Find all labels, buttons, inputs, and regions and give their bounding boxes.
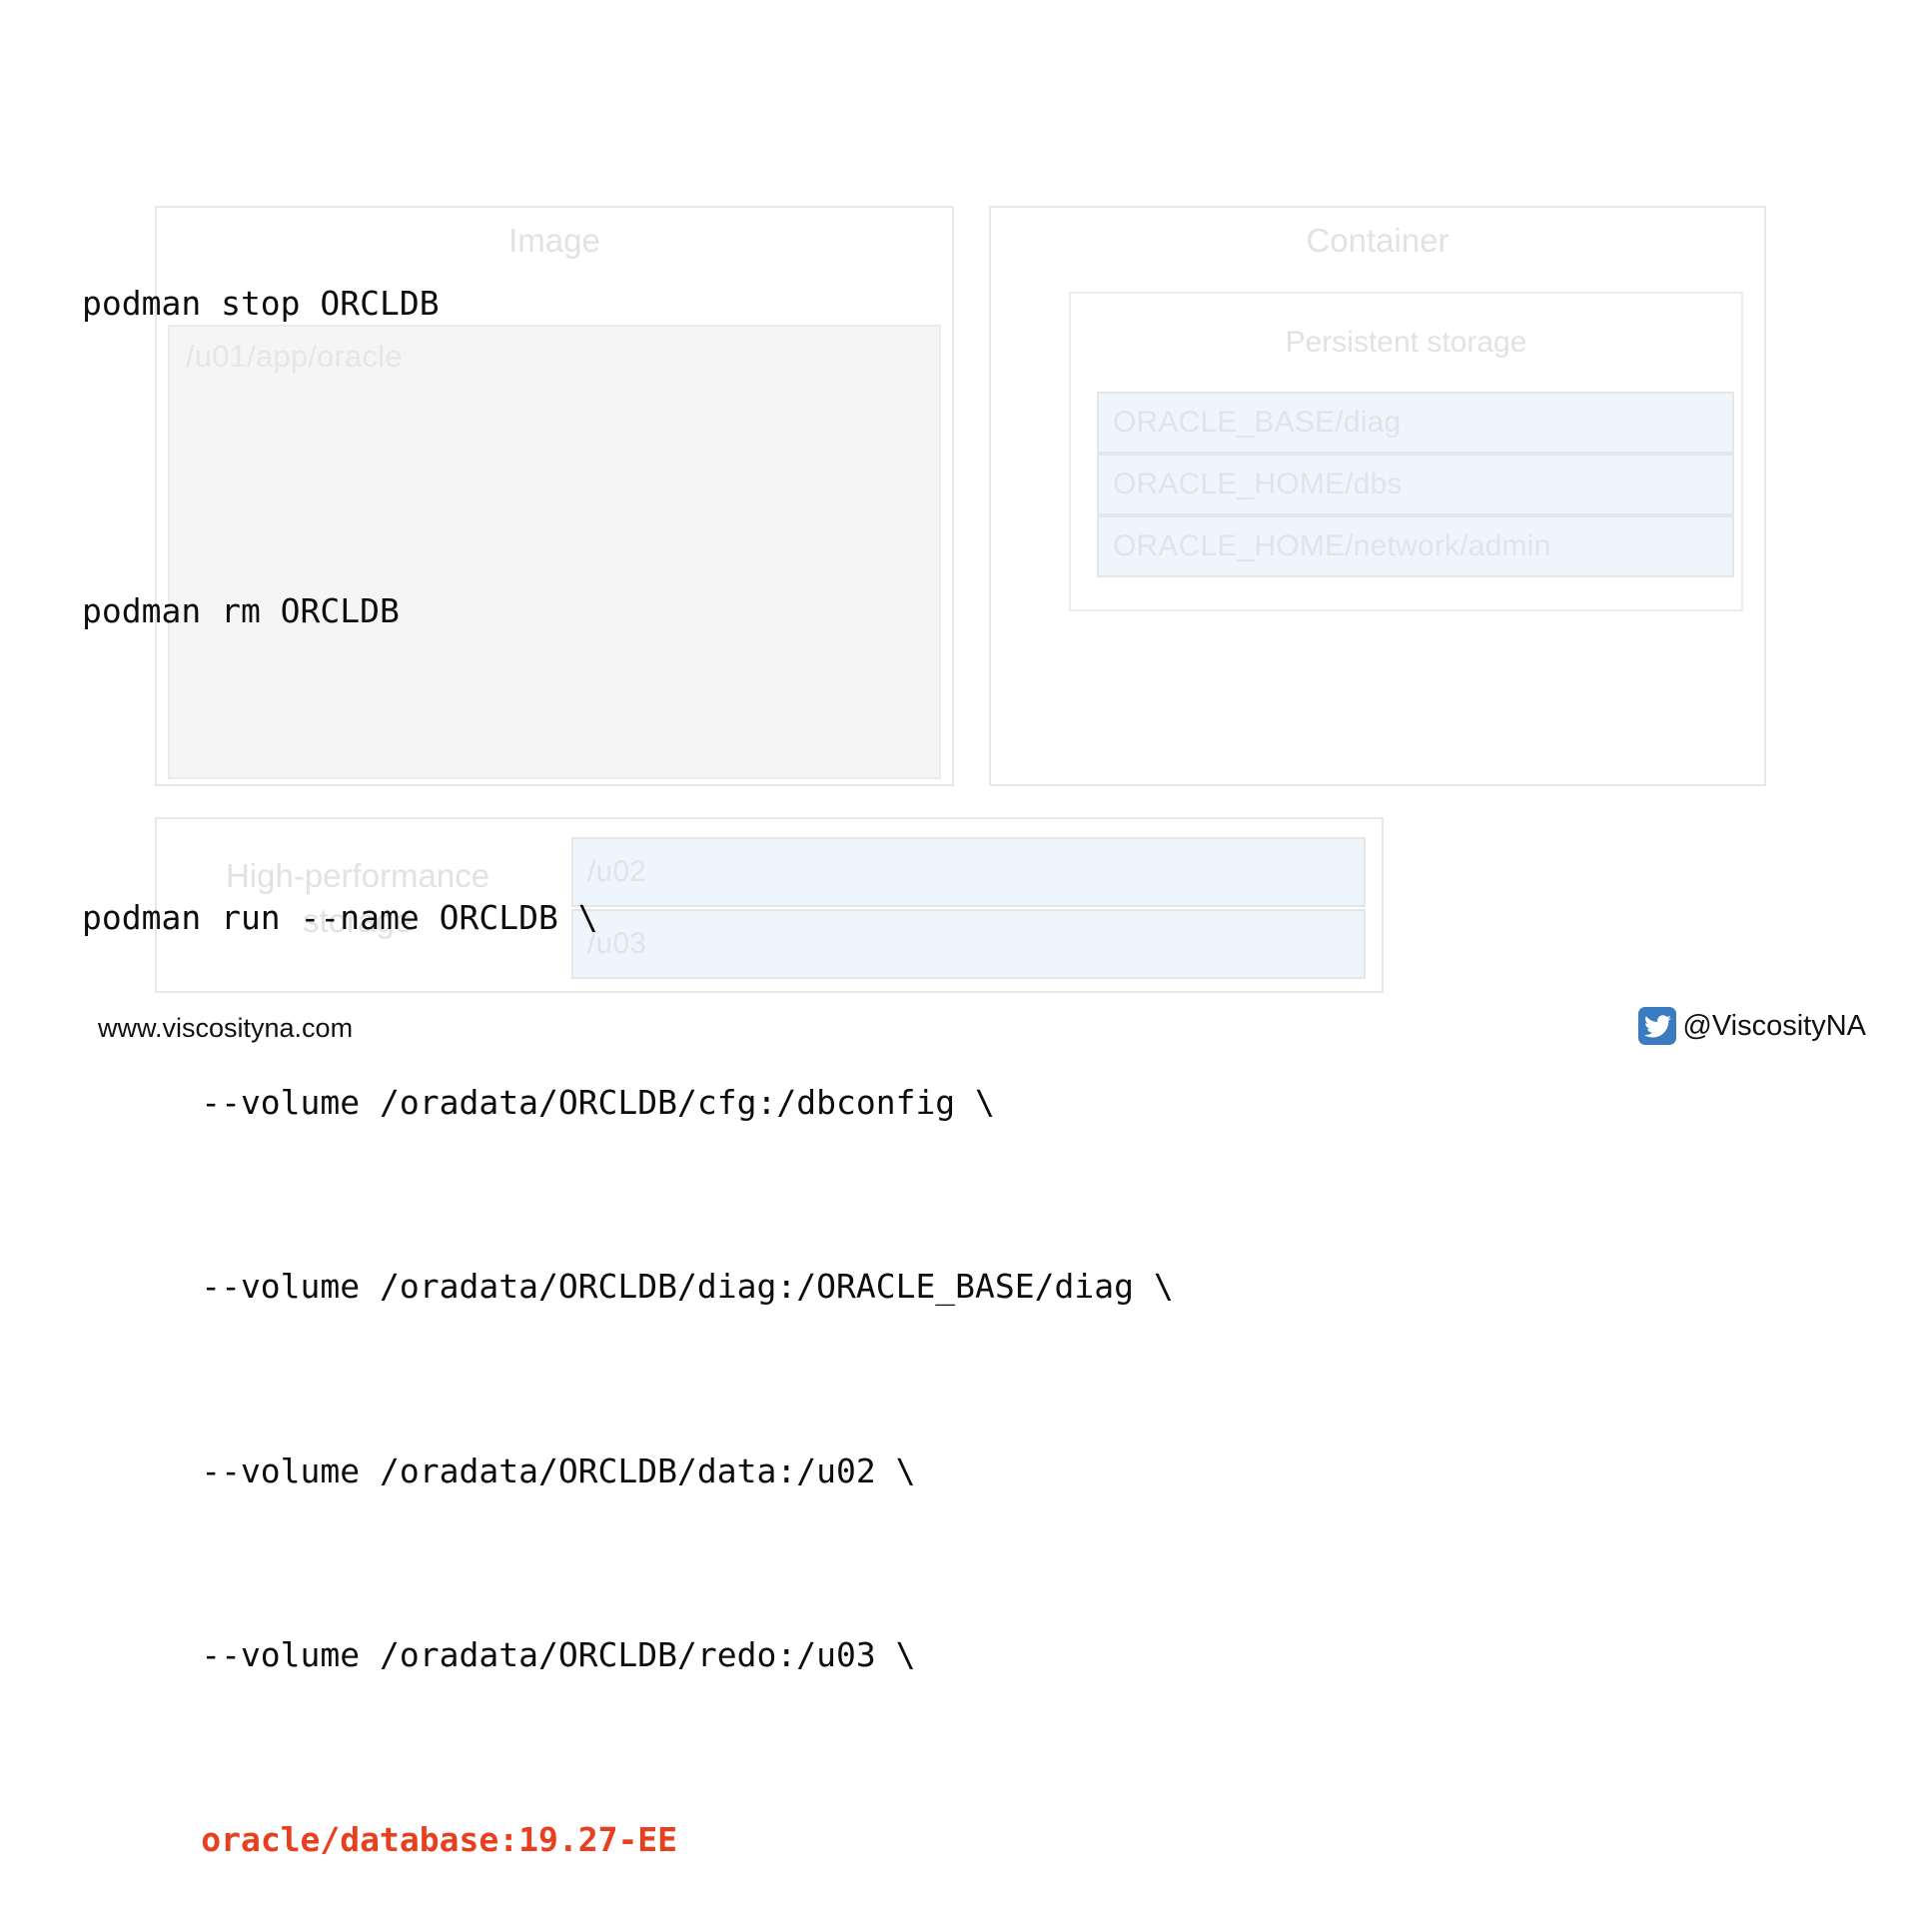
command-line-9: --volume /oradata/ORCLDB/redo:/u03 \ xyxy=(82,1635,916,1674)
command-line-8: --volume /oradata/ORCLDB/data:/u02 \ xyxy=(82,1450,916,1490)
command-line-6: --volume /oradata/ORCLDB/cfg:/dbconfig \ xyxy=(82,1082,995,1122)
container-image-tag: oracle/database:19.27-EE xyxy=(201,1819,678,1859)
command-line-10: oracle/database:19.27-EE xyxy=(82,1809,1174,1871)
command-line-7: --volume /oradata/ORCLDB/diag:/ORACLE_BA… xyxy=(82,1267,1174,1306)
diagram-layer: Image /u01/app/oracle Container Persiste… xyxy=(155,206,1766,993)
image-panel-title: Image xyxy=(508,222,600,259)
footer-social-handle[interactable]: @ViscosityNA xyxy=(1638,1007,1866,1045)
high-performance-item-u03: /u03 xyxy=(571,909,1366,979)
persistent-item-oracle-base-diag: ORACLE_BASE/diag xyxy=(1097,392,1734,454)
image-mount-u01-app-oracle: /u01/app/oracle xyxy=(168,325,941,779)
container-panel-title: Container xyxy=(1306,222,1449,259)
footer-website[interactable]: www.viscosityna.com xyxy=(98,1013,354,1043)
twitter-icon[interactable] xyxy=(1638,1007,1677,1045)
command-line-1: podman stop ORCLDB xyxy=(82,284,440,323)
command-indent xyxy=(82,1820,201,1859)
command-line-5: podman run --name ORCLDB \ xyxy=(82,898,598,937)
persistent-item-oracle-home-network-admin: ORACLE_HOME/network/admin xyxy=(1097,515,1734,577)
twitter-handle-label[interactable]: @ViscosityNA xyxy=(1682,1009,1866,1042)
high-performance-storage-label: High-performance storage xyxy=(225,857,490,939)
command-line-3: podman rm ORCLDB xyxy=(82,590,400,630)
high-performance-item-u02: /u02 xyxy=(571,837,1366,907)
persistent-storage-title: Persistent storage xyxy=(1285,326,1527,359)
persistent-item-oracle-home-dbs: ORACLE_HOME/dbs xyxy=(1097,454,1734,515)
